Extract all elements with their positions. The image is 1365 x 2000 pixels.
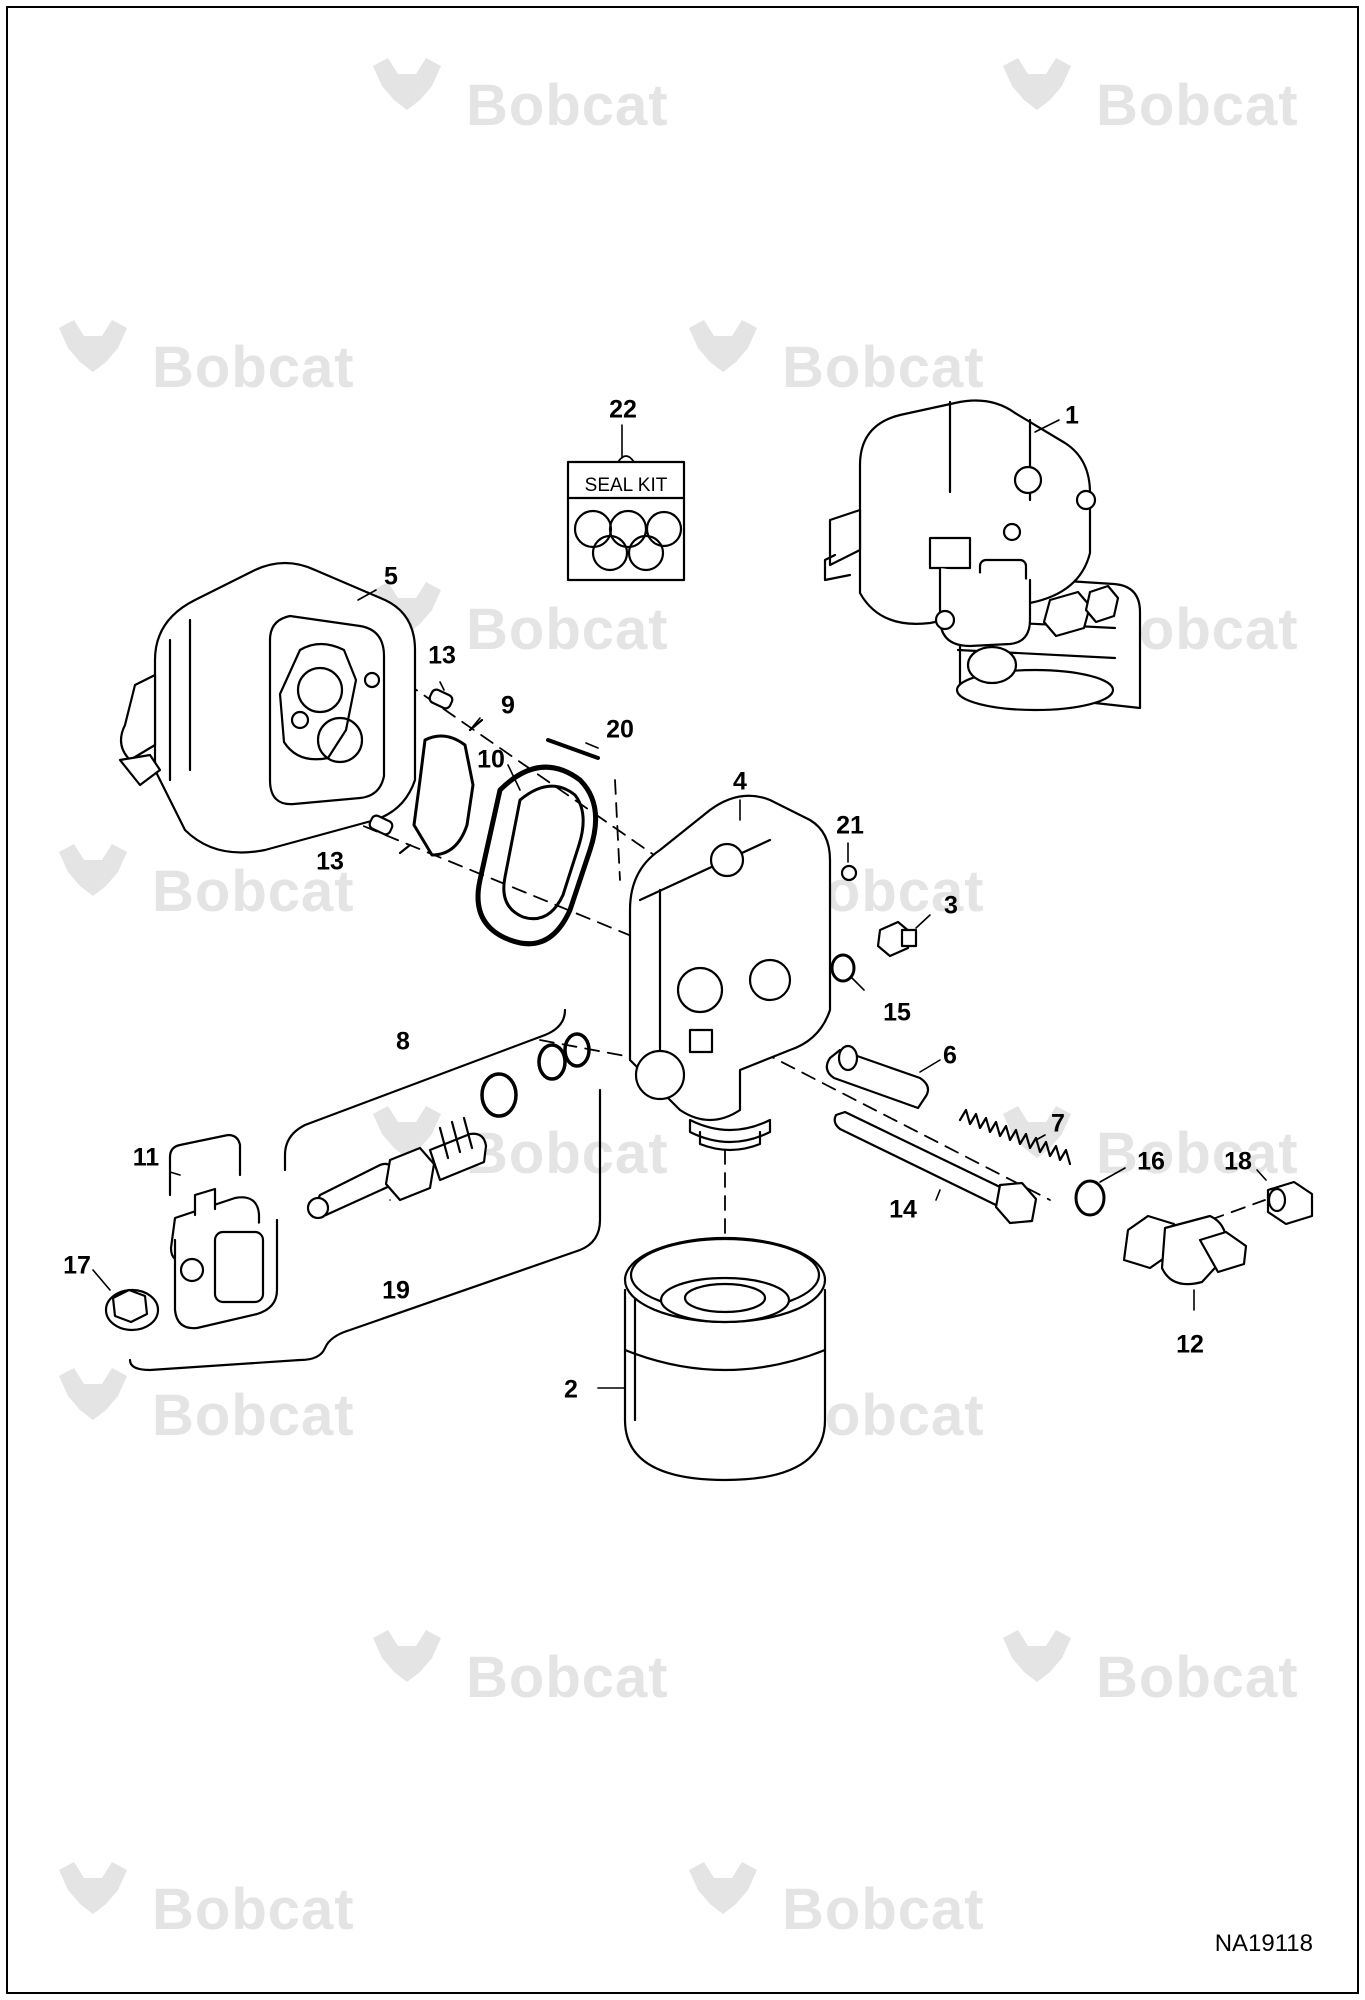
callout-11[interactable]: 11 [132, 1143, 160, 1172]
spring-7 [958, 1108, 1072, 1166]
callout-4[interactable]: 4 [733, 767, 747, 796]
callout-9[interactable]: 9 [501, 691, 515, 720]
callout-8[interactable]: 8 [396, 1027, 410, 1056]
solenoid-cartridge [306, 1116, 488, 1220]
callout-18[interactable]: 18 [1224, 1147, 1252, 1176]
callout-17[interactable]: 17 [63, 1251, 91, 1280]
watermark-text: Bobcat [152, 1877, 355, 1942]
o-ring-16 [1074, 1179, 1106, 1217]
bobcat-logo-watermark [373, 582, 441, 634]
seal-ring-10 [475, 764, 599, 947]
bobcat-logo-watermark [1003, 1106, 1071, 1158]
fitting-nut-18 [1266, 1180, 1314, 1226]
callout-20[interactable]: 20 [606, 715, 634, 744]
watermark-text: Bobcat [466, 1645, 669, 1710]
callout-22[interactable]: 22 [609, 395, 637, 424]
bobcat-logo-watermark [1003, 1630, 1071, 1682]
watermark-text: Bobcat [782, 1877, 985, 1942]
valve-body-4 [628, 794, 832, 1152]
filter-element-2 [623, 1236, 827, 1482]
brace-8 [283, 1008, 567, 1172]
dowel-pin-13-top [428, 688, 454, 710]
callout-1[interactable]: 1 [1065, 401, 1079, 430]
callout-2[interactable]: 2 [564, 1375, 578, 1404]
watermark-text: Bobcat [1096, 73, 1299, 138]
watermark-text: Bobcat [782, 335, 985, 400]
callout-15[interactable]: 15 [883, 998, 911, 1027]
callout-6[interactable]: 6 [943, 1041, 957, 1070]
watermark-text: Bobcat [1096, 1645, 1299, 1710]
bobcat-logo-watermark [373, 1630, 441, 1682]
bobcat-logo-watermark [59, 1368, 127, 1420]
watermark-text: Bobcat [466, 597, 669, 662]
nut-17 [104, 1288, 160, 1332]
callout-12[interactable]: 12 [1176, 1330, 1204, 1359]
callout-19[interactable]: 19 [382, 1276, 410, 1305]
sleeve-6 [825, 1044, 930, 1110]
watermark-text: Bobcat [152, 1383, 355, 1448]
callout-3[interactable]: 3 [944, 891, 958, 920]
roll-pin-20 [546, 738, 600, 760]
dowel-pin-13-bottom [368, 814, 394, 836]
bobcat-logo-watermark [689, 1862, 757, 1914]
diagram-frame [6, 6, 1359, 1994]
bobcat-logo-watermark [59, 844, 127, 896]
callout-21[interactable]: 21 [836, 811, 864, 840]
callout-14[interactable]: 14 [889, 1195, 917, 1224]
elbow-fitting-12 [1122, 1214, 1248, 1286]
bobcat-logo-watermark [59, 320, 127, 372]
valve-assembly-1 [823, 399, 1142, 712]
callout-5[interactable]: 5 [384, 562, 398, 591]
callout-7[interactable]: 7 [1051, 1109, 1065, 1138]
watermark-text: Bobcat [152, 335, 355, 400]
check-ball-21 [840, 864, 858, 882]
leader-lines [92, 419, 1267, 1389]
callout-10[interactable]: 10 [477, 745, 505, 774]
pump-5 [118, 561, 417, 854]
callout-16[interactable]: 16 [1137, 1147, 1165, 1176]
bobcat-logo-watermark [373, 1106, 441, 1158]
callout-13-bottom[interactable]: 13 [316, 847, 344, 876]
bobcat-logo-watermark [689, 320, 757, 372]
watermark-text: Bobcat [152, 859, 355, 924]
bobcat-logo-watermark [1003, 58, 1071, 110]
bolt-14 [833, 1110, 1038, 1225]
callout-13-top[interactable]: 13 [428, 641, 456, 670]
watermark-text: Bobcat [466, 1121, 669, 1186]
coil-11 [168, 1133, 279, 1330]
bobcat-logo-watermark [59, 1862, 127, 1914]
seal-kit-label: SEAL KIT [584, 475, 668, 496]
seal-kit-22 [566, 455, 686, 582]
seal-rings-8 [480, 1032, 591, 1118]
plug-3 [876, 920, 918, 958]
watermark-text: Bobcat [1096, 1121, 1299, 1186]
o-ring-15 [830, 953, 856, 983]
figure-reference: NA19118 [1214, 1930, 1313, 1957]
brace-19 [128, 1088, 602, 1372]
watermark-text: Bobcat [466, 73, 669, 138]
bobcat-logo-watermark [373, 58, 441, 110]
